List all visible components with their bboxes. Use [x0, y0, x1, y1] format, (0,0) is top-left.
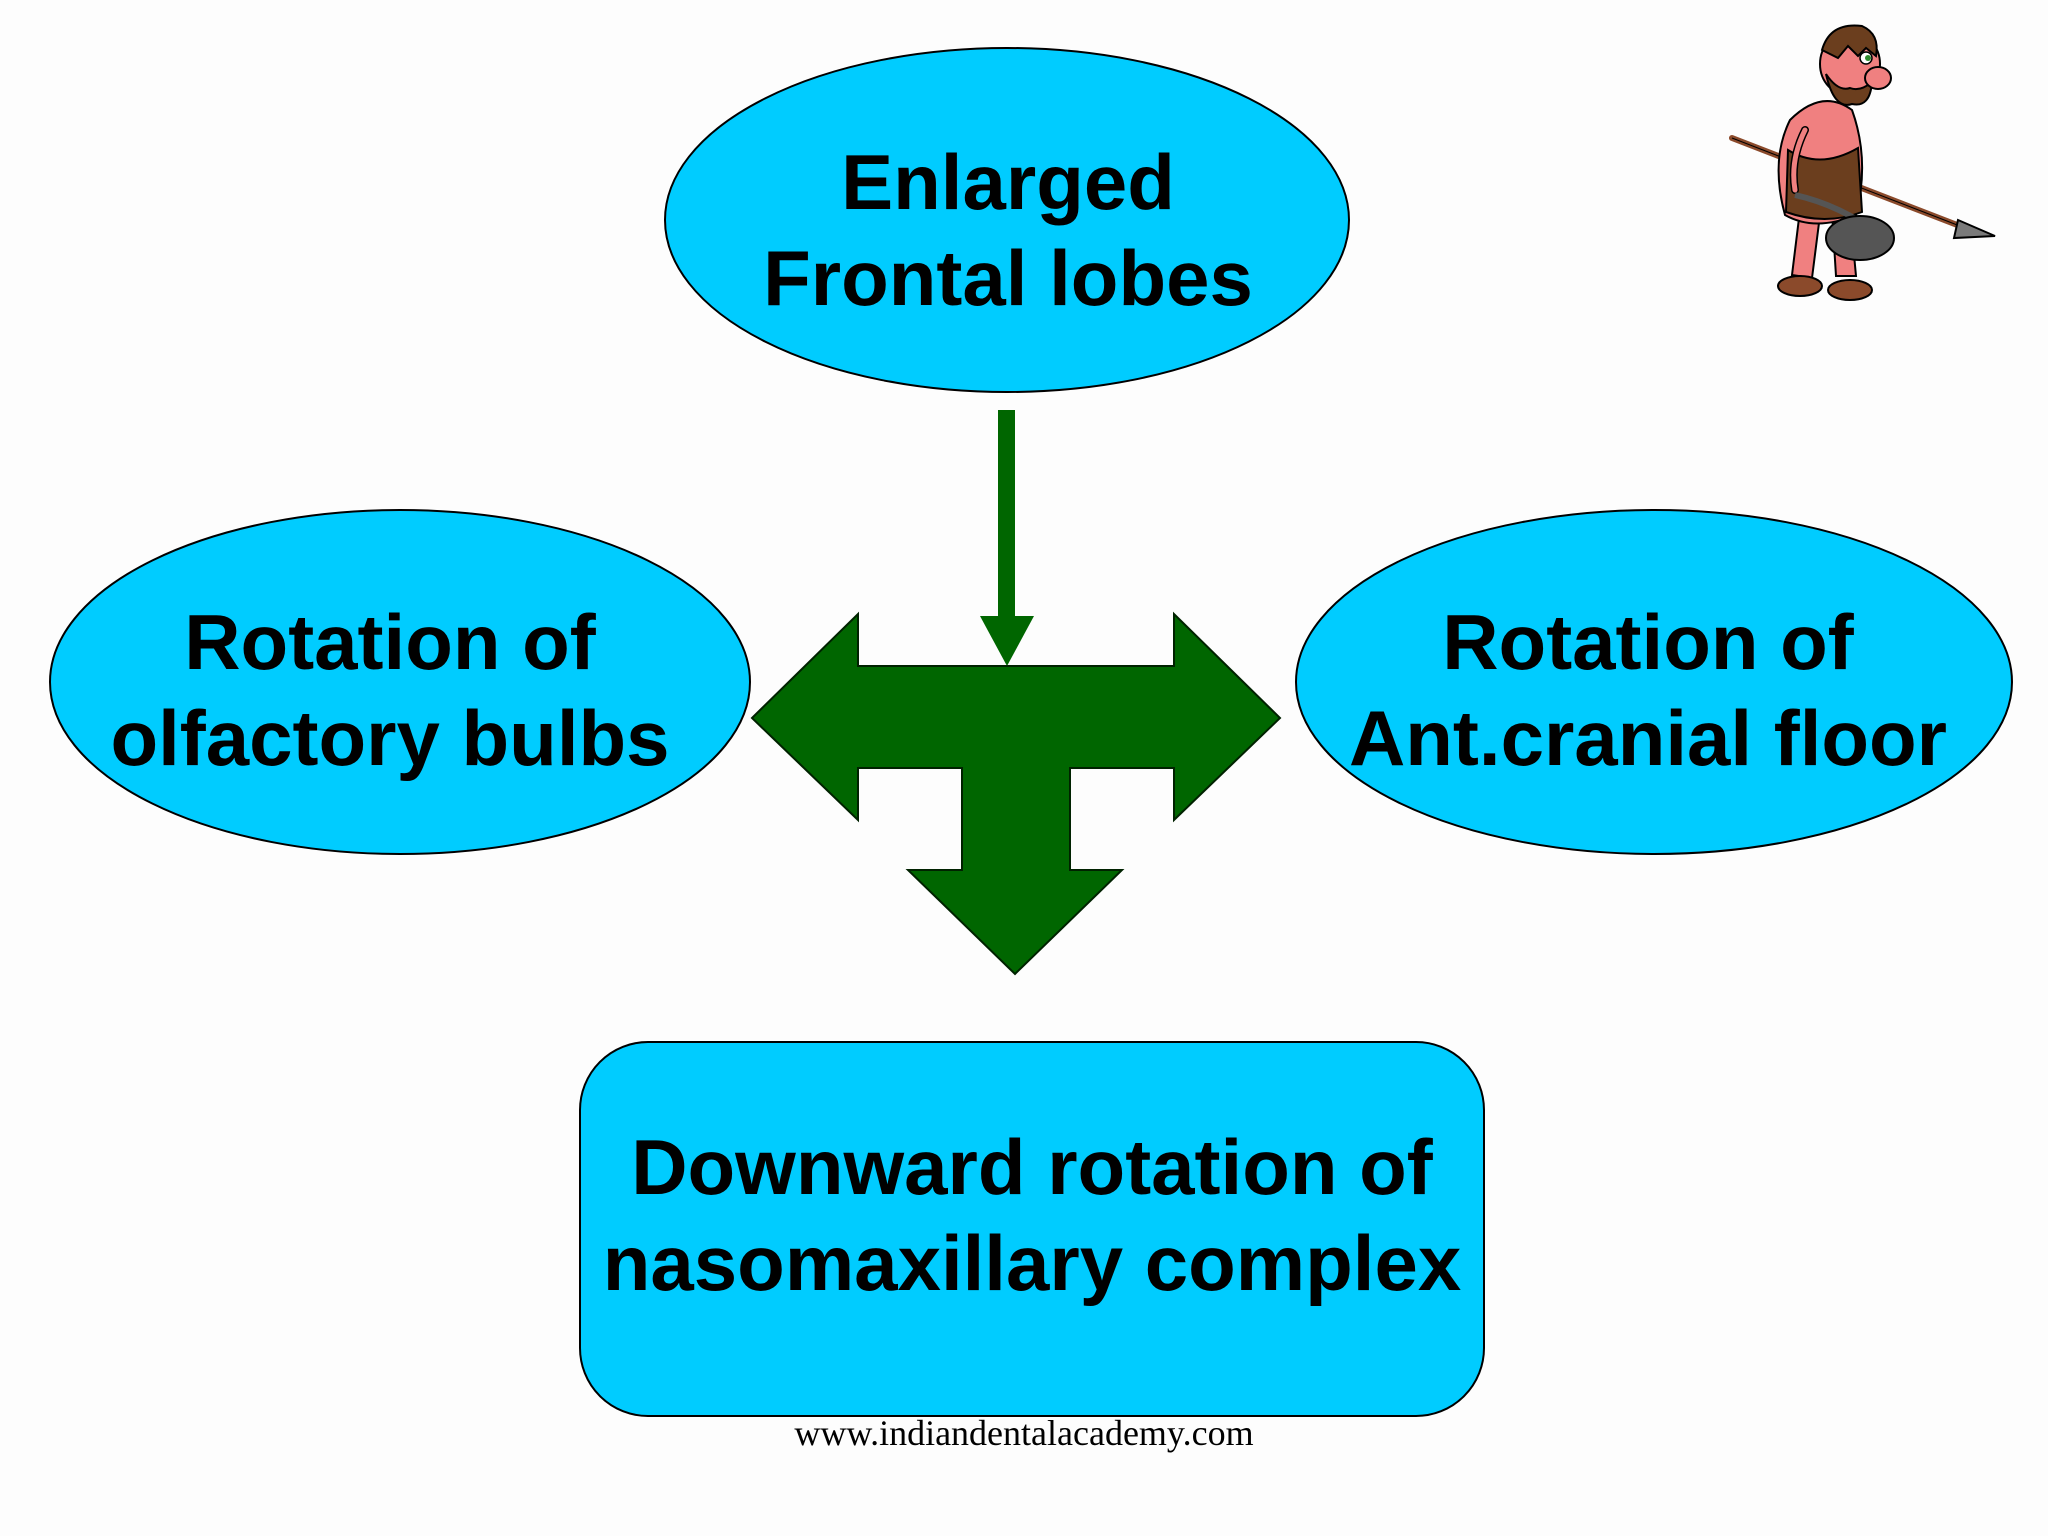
node-rotation-ant-cranial-floor: [1295, 509, 2013, 855]
node-bottom-line1: Downward rotation of: [631, 1123, 1433, 1211]
node-downward-rotation-nasomaxillary: [579, 1041, 1485, 1417]
node-rotation-olfactory-bulbs: [49, 509, 751, 855]
node-right-line2: Ant.cranial floor: [1348, 694, 1948, 782]
node-left-line2: olfactory bulbs: [110, 694, 670, 782]
node-text-left: Rotation of olfactory bulbs: [50, 590, 730, 790]
node-bottom-line2: nasomaxillary complex: [602, 1219, 1462, 1307]
caveman-icon: [1729, 24, 1996, 301]
node-top-line1: Enlarged: [841, 138, 1175, 226]
down-arrow-small: [980, 410, 1034, 666]
three-way-arrow: [750, 611, 1282, 976]
node-text-right: Rotation of Ant.cranial floor: [1298, 590, 1998, 790]
node-top-line2: Frontal lobes: [763, 234, 1253, 322]
node-enlarged-frontal-lobes: [664, 47, 1350, 393]
node-right-line1: Rotation of: [1442, 598, 1854, 686]
node-text-bottom: Downward rotation of nasomaxillary compl…: [582, 1090, 1482, 1340]
footer-url: www.indiandentalacademy.com: [794, 1413, 1254, 1453]
node-left-line1: Rotation of: [184, 598, 596, 686]
node-text-top: Enlarged Frontal lobes: [668, 130, 1348, 330]
